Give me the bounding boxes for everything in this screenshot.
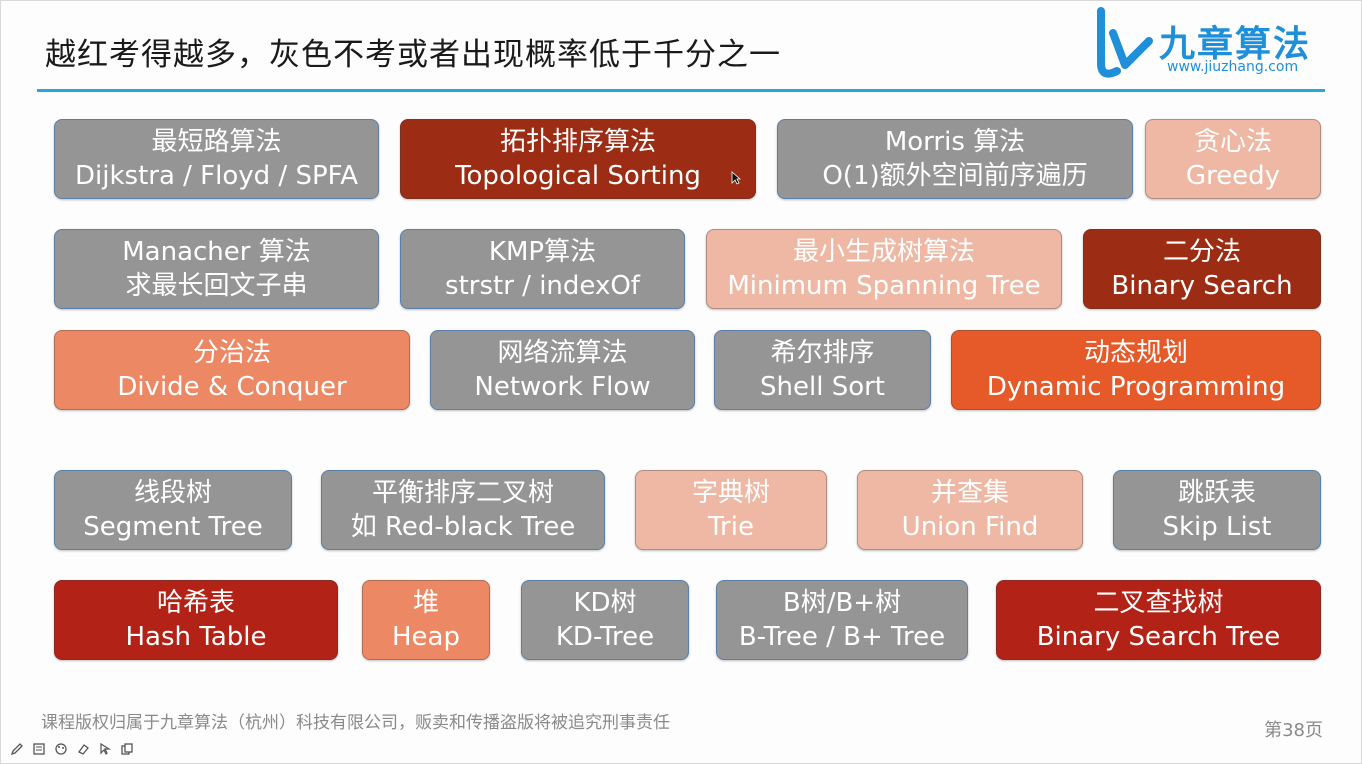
eraser-icon[interactable] [75,741,91,757]
box-cn-label: 二叉查找树 [1093,588,1224,618]
box-cn-label: 线段树 [133,478,212,508]
box-hash-table: 哈希表 Hash Table [54,580,338,660]
box-cn-label: 平衡排序二叉树 [371,478,554,508]
box-cn-label: 字典树 [691,478,770,508]
box-en-label: B-Tree / B+ Tree [738,622,946,652]
box-en-label: Union Find [901,512,1039,542]
box-en-label: Skip List [1162,512,1272,542]
box-minimum-spanning-tree: 最小生成树算法 Minimum Spanning Tree [706,229,1062,309]
box-shell-sort: 希尔排序 Shell Sort [714,330,931,410]
box-b-tree: B树/B+树 B-Tree / B+ Tree [716,580,968,660]
box-en-label: 如 Red-black Tree [350,512,576,542]
box-en-label: 求最长回文子串 [125,271,308,301]
copy-icon[interactable] [119,741,135,757]
pointer-icon[interactable] [97,741,113,757]
box-cn-label: KD树 [573,588,637,618]
pen-icon[interactable] [9,741,25,757]
box-en-label: Hash Table [125,622,267,652]
box-cn-label: 二分法 [1162,237,1241,267]
box-cn-label: 拓扑排序算法 [499,127,656,157]
jiuzhang-logo: 九章算法 www.jiuzhang.com [1091,7,1331,85]
logo-text: 九章算法 [1159,24,1312,65]
palette-icon[interactable] [53,741,69,757]
box-greedy: 贪心法 Greedy [1145,119,1321,199]
box-skip-list: 跳跃表 Skip List [1113,470,1321,550]
box-binary-search-tree: 二叉查找树 Binary Search Tree [996,580,1321,660]
logo-mark-icon [1097,7,1153,78]
box-morris: Morris 算法 O(1)额外空间前序遍历 [777,119,1133,199]
box-divide-conquer: 分治法 Divide & Conquer [54,330,410,410]
page-number: 第38页 [1264,720,1323,741]
box-en-label: Heap [392,622,460,652]
box-cn-label: B树/B+树 [782,588,902,618]
box-en-label: O(1)额外空间前序遍历 [822,161,1088,191]
box-en-label: Binary Search [1111,271,1293,301]
box-en-label: KD-Tree [555,622,655,652]
slide-title: 越红考得越多，灰色不考或者出现概率低于千分之一 [45,37,781,73]
box-cn-label: 贪心法 [1193,127,1272,157]
box-topological-sorting: 拓扑排序算法 Topological Sorting [400,119,756,199]
box-cn-label: Manacher 算法 [122,237,311,267]
box-cn-label: 动态规划 [1083,338,1188,368]
box-cn-label: 并查集 [930,478,1009,508]
box-binary-search: 二分法 Binary Search [1083,229,1321,309]
box-cn-label: 最短路算法 [151,127,282,157]
box-manacher: Manacher 算法 求最长回文子串 [54,229,379,309]
box-segment-tree: 线段树 Segment Tree [54,470,292,550]
box-en-label: Trie [708,512,754,542]
box-shortest-path: 最短路算法 Dijkstra / Floyd / SPFA [54,119,379,199]
box-en-label: Binary Search Tree [1036,622,1281,652]
copyright-footer: 课程版权归属于九章算法（杭州）科技有限公司，贩卖和传播盗版将被追究刑事责任 [41,713,670,733]
box-heap: 堆 Heap [362,580,490,660]
box-kd-tree: KD树 KD-Tree [521,580,689,660]
box-cn-label: 网络流算法 [497,338,628,368]
box-cn-label: 最小生成树算法 [792,237,975,267]
box-en-label: Segment Tree [83,512,263,542]
box-network-flow: 网络流算法 Network Flow [430,330,695,410]
annotation-toolbar [9,741,135,757]
box-cn-label: Morris 算法 [884,127,1026,157]
box-trie: 字典树 Trie [635,470,827,550]
box-en-label: Topological Sorting [455,161,701,191]
box-union-find: 并查集 Union Find [857,470,1083,550]
box-en-label: Network Flow [474,372,651,402]
box-dynamic-programming: 动态规划 Dynamic Programming [951,330,1321,410]
box-cn-label: KMP算法 [488,237,597,267]
box-en-label: Greedy [1185,161,1281,191]
box-en-label: Dijkstra / Floyd / SPFA [75,161,358,191]
box-kmp: KMP算法 strstr / indexOf [400,229,685,309]
box-cn-label: 跳跃表 [1177,478,1256,508]
box-balanced-tree: 平衡排序二叉树 如 Red-black Tree [321,470,605,550]
logo-url: www.jiuzhang.com [1167,59,1299,75]
mouse-cursor-icon [731,171,741,185]
box-cn-label: 哈希表 [156,588,235,618]
box-cn-label: 堆 [412,588,439,618]
box-cn-label: 分治法 [192,338,271,368]
slides-icon[interactable] [31,741,47,757]
title-divider [37,89,1325,92]
box-en-label: Minimum Spanning Tree [727,271,1041,301]
box-cn-label: 希尔排序 [770,338,875,368]
box-en-label: Dynamic Programming [986,372,1286,402]
box-en-label: Shell Sort [760,372,885,402]
box-en-label: Divide & Conquer [117,372,347,402]
box-en-label: strstr / indexOf [445,271,640,301]
